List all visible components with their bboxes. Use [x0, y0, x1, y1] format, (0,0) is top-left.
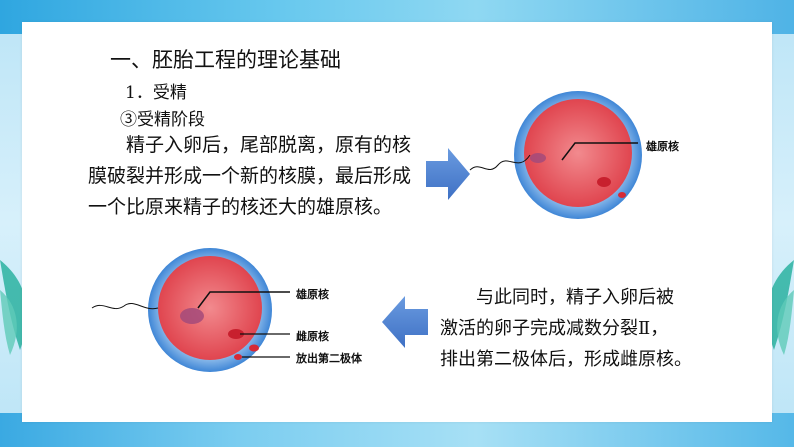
section-heading: 1．受精 [125, 83, 187, 103]
arrow-right-icon [426, 148, 470, 200]
arrow-left-icon [382, 296, 428, 348]
description-bottom: 与此同时，精子入卵后被 激活的卵子完成减数分裂Ⅱ， 排出第二极体后，形成雌原核。 [440, 282, 740, 375]
left-leaf-icon [0, 260, 28, 355]
content-panel [22, 22, 772, 422]
label-male-pronucleus-bottom: 雄原核 [296, 288, 329, 301]
page-title: 一、胚胎工程的理论基础 [110, 48, 341, 72]
label-male-pronucleus-top: 雄原核 [646, 140, 679, 153]
description-top: 精子入卵后，尾部脱离，原有的核 膜破裂并形成一个新的核膜，最后形成 一个比原来精… [88, 130, 428, 223]
right-side-band [768, 34, 794, 413]
description-top-line-3: 一个比原来精子的核还大的雄原核。 [88, 196, 393, 218]
left-side-band [0, 34, 26, 413]
label-female-pronucleus: 雌原核 [296, 330, 329, 343]
description-top-line-1: 精子入卵后，尾部脱离，原有的核 [126, 134, 412, 156]
cell-diagram-bottom [91, 248, 290, 372]
description-bottom-line-2: 激活的卵子完成减数分裂Ⅱ， [440, 318, 669, 339]
subsection-heading: ③受精阶段 [120, 110, 205, 130]
cell-diagram-top [469, 91, 642, 219]
label-polar-body: 放出第二极体 [296, 352, 362, 365]
description-bottom-line-1: 与此同时，精子入卵后被 [476, 287, 674, 308]
right-leaf-icon [766, 260, 794, 355]
description-top-line-2: 膜破裂并形成一个新的核膜，最后形成 [88, 165, 412, 187]
description-bottom-line-3: 排出第二极体后，形成雌原核。 [440, 349, 692, 370]
